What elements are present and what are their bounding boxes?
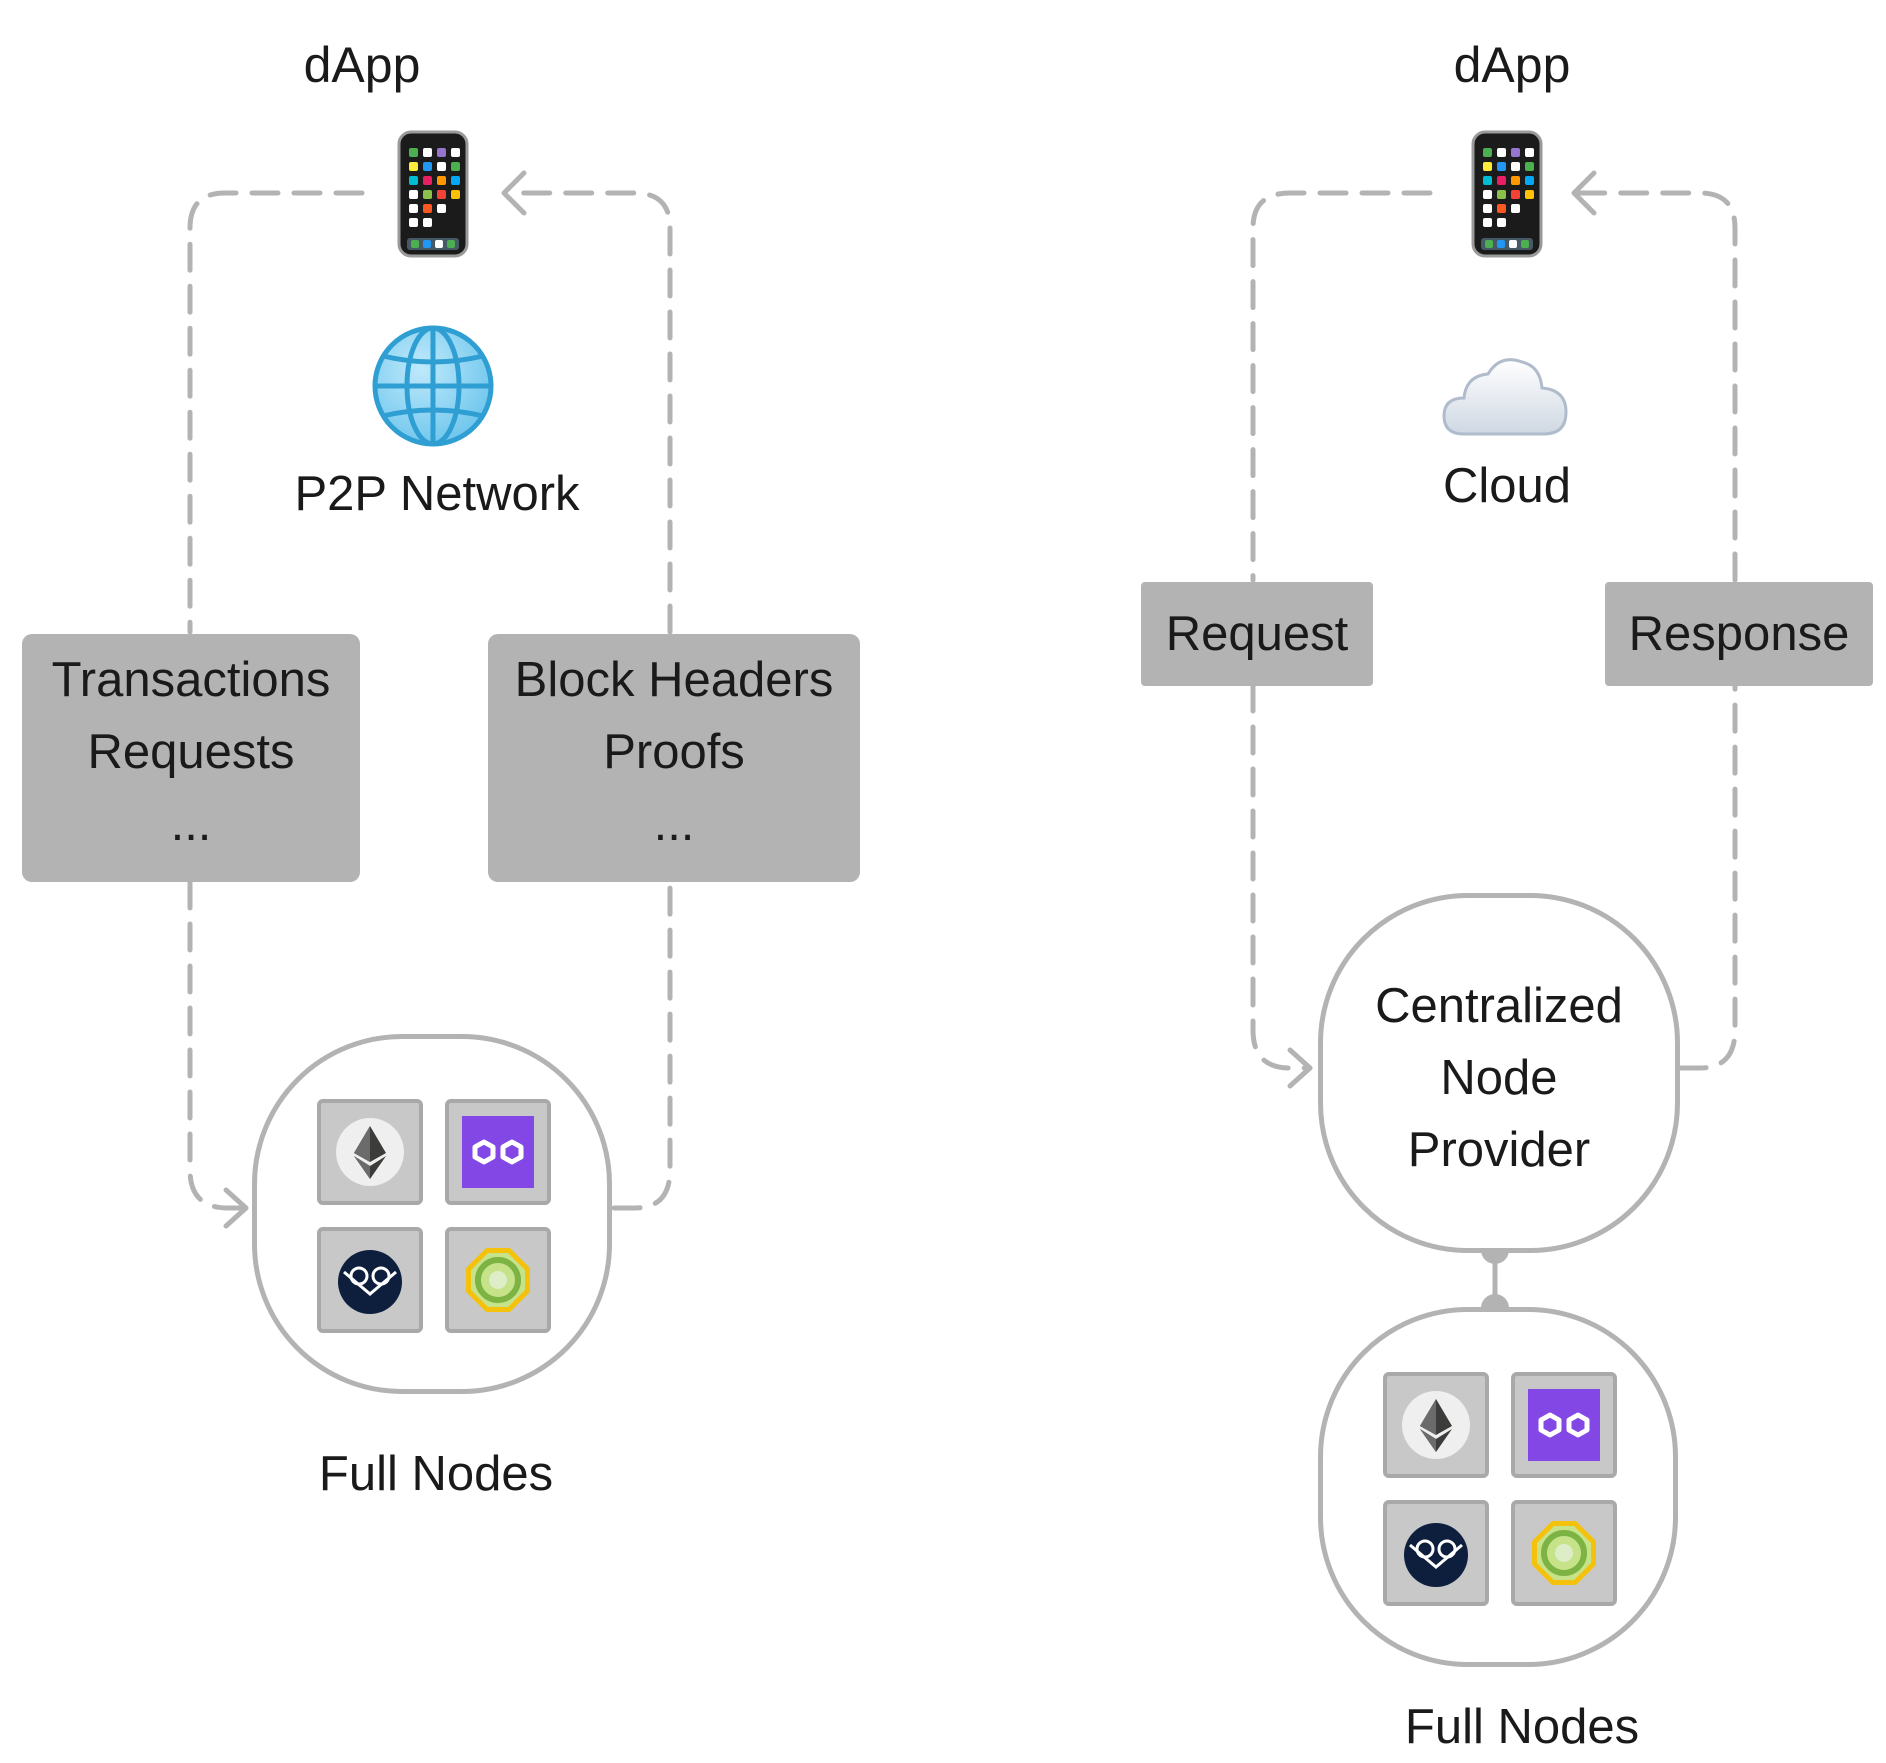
right-tile-ethereum [1383,1372,1489,1478]
left-network-label: P2P Network [294,467,580,521]
right-request-path-lower [1250,682,1313,1071]
cloud-icon [1442,358,1568,436]
celo-icon [466,1248,530,1312]
left-tile-celo [445,1227,551,1333]
left-response-path [507,190,673,635]
ethereum-icon [336,1118,404,1186]
block-headers-line-2: Proofs [603,725,745,779]
right-response-path-lower [1677,682,1738,1071]
right-full-nodes-container [1318,1307,1678,1667]
provider-line-1: Centralized [1375,979,1623,1033]
left-full-nodes-container [252,1034,612,1394]
block-headers-line-1: Block Headers [514,653,834,707]
left-response-path-lower [611,879,673,1211]
gnosis-icon [338,1250,402,1314]
right-tile-gnosis [1383,1500,1489,1606]
left-arrow-to-nodes [223,1187,249,1229]
right-arrow-to-dapp [1571,170,1597,216]
provider-line-2: Node [1440,1051,1558,1105]
provider-text: Centralized Node Provider [1323,970,1675,1186]
left-arrow-to-dapp [501,170,527,216]
left-request-path-lower [187,879,249,1211]
celo-icon [1532,1521,1596,1585]
right-dapp-label: dApp [1453,37,1571,93]
block-headers-box: Block Headers Proofs ... [488,634,860,882]
right-tile-celo [1511,1500,1617,1606]
transactions-box: Transactions Requests ... [22,634,360,882]
polygon-icon [1528,1389,1600,1461]
left-phone-icon [397,130,469,258]
block-headers-line-3: ... [653,797,695,851]
right-request-path [1250,190,1433,583]
ethereum-icon [1402,1391,1470,1459]
right-phone-icon [1471,130,1543,258]
left-tile-polygon [445,1099,551,1205]
right-full-nodes-label: Full Nodes [1404,1700,1640,1754]
response-tag: Response [1605,582,1873,686]
right-network-label: Cloud [1442,459,1572,513]
left-dapp-label: dApp [303,37,421,93]
transactions-line-3: ... [170,797,212,851]
left-full-nodes-label: Full Nodes [318,1447,554,1501]
transactions-line-1: Transactions [51,653,331,707]
left-tile-gnosis [317,1227,423,1333]
right-response-path [1577,190,1738,583]
centralized-node-provider: Centralized Node Provider [1318,893,1680,1253]
left-request-path [187,190,365,635]
polygon-icon [462,1116,534,1188]
right-arrow-to-provider [1287,1047,1313,1089]
gnosis-icon [1404,1523,1468,1587]
transactions-line-2: Requests [87,725,295,779]
request-tag: Request [1141,582,1373,686]
globe-icon [372,325,494,447]
left-tile-ethereum [317,1099,423,1205]
right-tile-polygon [1511,1372,1617,1478]
provider-line-3: Provider [1407,1123,1591,1177]
